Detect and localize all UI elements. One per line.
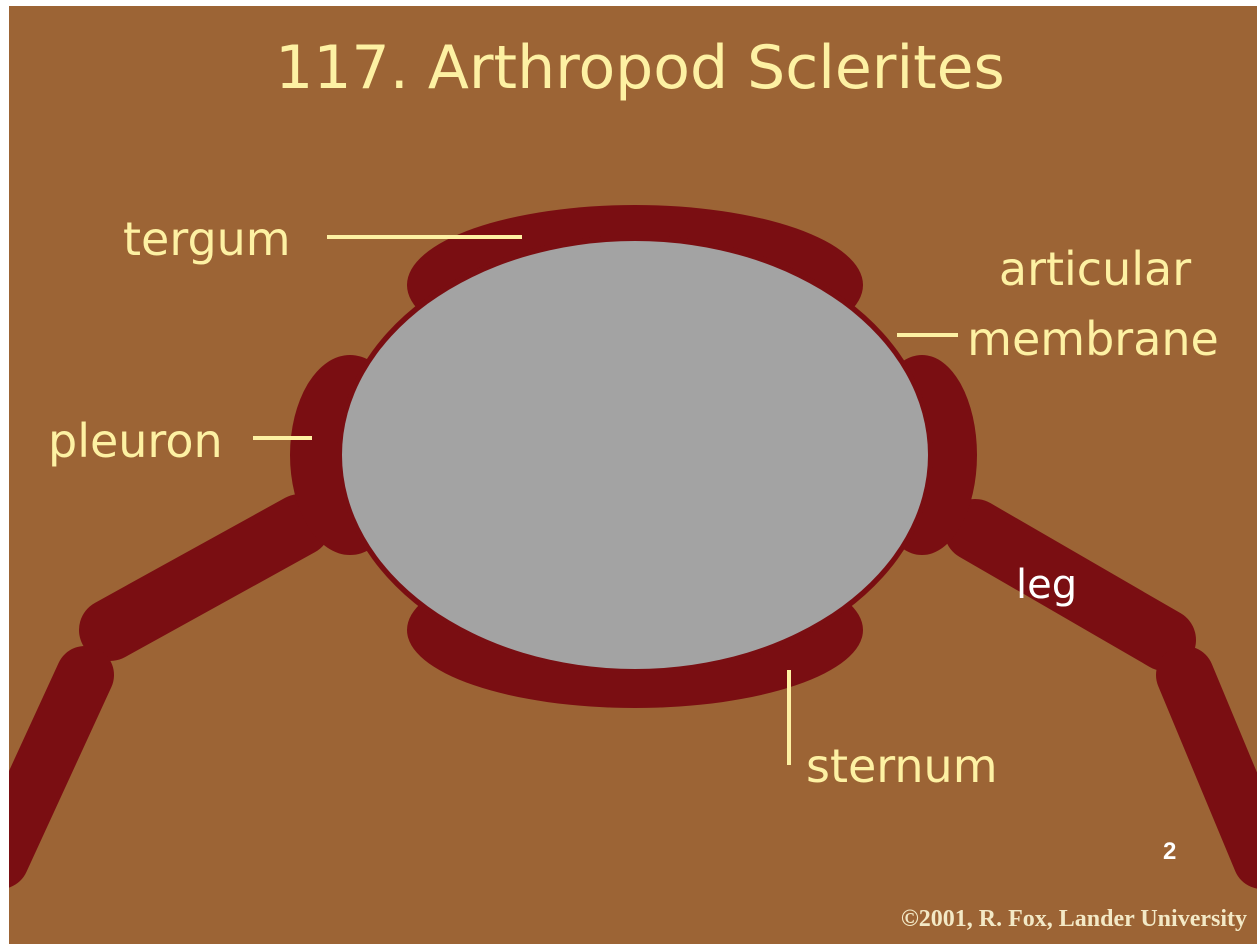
slide: 117. Arthropod Sclerites tergum articula… xyxy=(9,6,1257,944)
body-cavity xyxy=(342,241,928,669)
sclerite-diagram: 117. Arthropod Sclerites tergum articula… xyxy=(9,6,1257,944)
articular-label-line2: membrane xyxy=(967,312,1219,366)
diagram-title: 117. Arthropod Sclerites xyxy=(275,33,1005,103)
pleuron-label: pleuron xyxy=(48,414,223,468)
sternum-label: sternum xyxy=(806,739,998,793)
copyright-notice: ©2001, R. Fox, Lander University xyxy=(901,906,1247,933)
left-leg-segment-proximal xyxy=(110,525,300,630)
left-leg xyxy=(9,525,300,860)
left-leg-segment-distal xyxy=(9,675,85,860)
articular-label-line1: articular xyxy=(999,242,1191,296)
right-leg-segment-distal xyxy=(1185,675,1257,860)
leg-label: leg xyxy=(1016,562,1077,608)
page-number: 2 xyxy=(1163,838,1176,866)
tergum-label: tergum xyxy=(123,212,291,266)
